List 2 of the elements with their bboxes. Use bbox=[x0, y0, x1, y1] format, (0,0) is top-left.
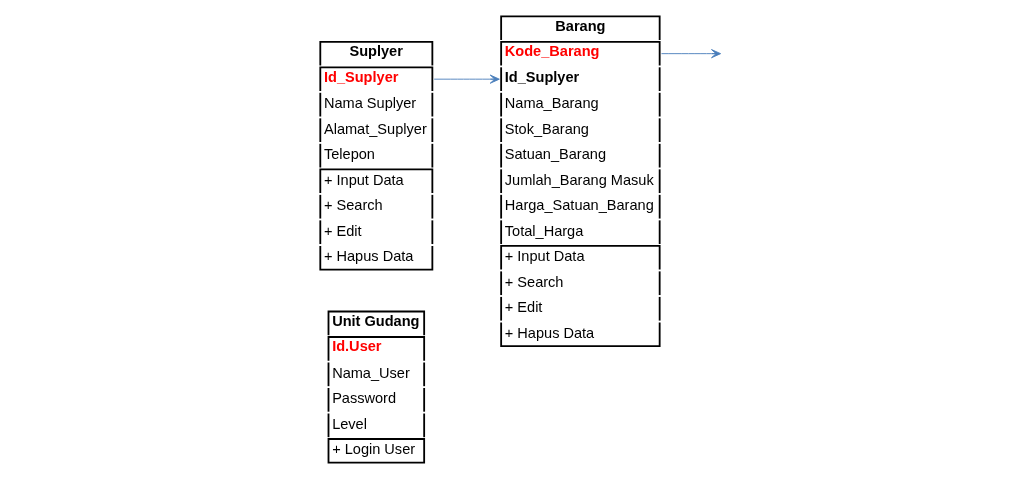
node-text: Suplyer Id_Suplyer Nama Suplyer Alamat_Suplyer Telepon + Input Data + Search + Edit + Hapus Data bbox=[323, 43, 427, 265]
node-text: Barang Kode_Barang Id_Suplyer Nama_Barang Stok_Barang Satuan_Barang Jumlah_Barang Masuk Harga_Satuan_Barang Total_Harga + Input Data + Search + Edit + Hapus Data bbox=[504, 17, 654, 341]
